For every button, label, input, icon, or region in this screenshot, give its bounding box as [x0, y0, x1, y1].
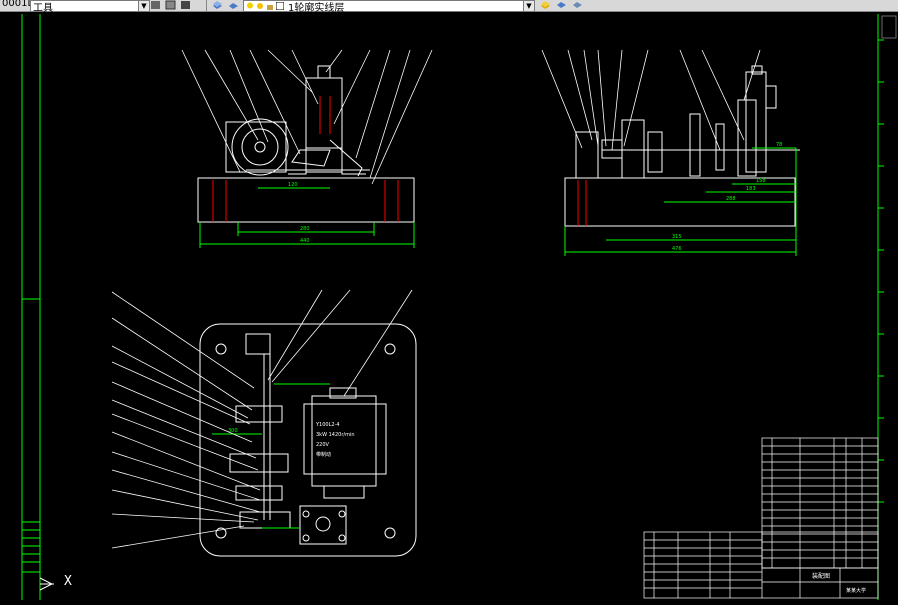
- front-view-hidden: [212, 96, 399, 222]
- make-current-layer-icon[interactable]: [540, 0, 551, 10]
- lock-icon: [267, 5, 273, 10]
- side-view-leaders: [541, 49, 761, 151]
- school-name: 某某大学: [846, 587, 866, 594]
- text-style-value: 工具: [33, 3, 53, 14]
- side-dim-3: 183: [746, 186, 756, 192]
- side-view-hidden: [577, 180, 587, 226]
- plan-dim: 300: [228, 428, 238, 434]
- color-swatch-icon: [276, 2, 284, 10]
- motor-label-line-2: 3kW 1420r/min: [316, 432, 355, 438]
- title-block: [643, 531, 879, 599]
- view-cube-icon[interactable]: [880, 12, 898, 42]
- toolbar-separator: [206, 0, 207, 11]
- parts-list: [761, 437, 879, 569]
- left-stamp-table: [21, 521, 41, 573]
- front-dim-2: 280: [300, 226, 310, 232]
- motor-label-line-4: 带制动: [316, 451, 331, 458]
- text-style-label: 0001D: [2, 0, 36, 9]
- side-dim-2: 158: [756, 178, 766, 184]
- chevron-down-icon[interactable]: ▼: [138, 1, 149, 11]
- front-view-leaders: [181, 49, 433, 185]
- toolbar: 0001D 工具 ▼ 1轮廓实线层 ▼: [0, 0, 898, 14]
- front-dim-3: 440: [300, 238, 310, 244]
- motor-label-line-1: Y100L2-4: [315, 422, 340, 428]
- lightbulb-icon: [247, 2, 253, 9]
- side-dim-5: 315: [672, 234, 682, 240]
- front-dim-1: 120: [288, 182, 298, 188]
- text-style-combo[interactable]: 工具 ▼: [30, 0, 150, 14]
- drawing-canvas[interactable]: 120 280 440: [0, 12, 898, 605]
- side-dim-4: 288: [726, 196, 736, 202]
- ucs-icon: [39, 577, 54, 591]
- side-dim-6: 476: [672, 246, 682, 252]
- layer-state-icon[interactable]: [228, 0, 239, 10]
- motor-label-line-3: 220V: [316, 442, 330, 448]
- layer-combo[interactable]: 1轮廓实线层 ▼: [243, 0, 535, 14]
- side-dim-1: 78: [776, 142, 782, 148]
- sun-icon: [257, 3, 263, 9]
- border-zone-marks: [878, 39, 884, 503]
- layer-value: 1轮廓实线层: [288, 3, 345, 14]
- layer-walk-icon[interactable]: [572, 0, 583, 10]
- drawing-name: 装配图: [812, 572, 830, 580]
- motor-label: Y100L2-4 3kW 1420r/min 220V 带制动: [315, 422, 355, 458]
- plan-view-leaders: [111, 289, 413, 549]
- front-view: [197, 65, 415, 223]
- drawing-border: [21, 14, 879, 600]
- plan-view-dimensions: [212, 383, 330, 529]
- table-style-icon[interactable]: [165, 0, 176, 10]
- front-view-dimensions: [199, 187, 415, 248]
- plan-view: [199, 323, 417, 557]
- chevron-down-icon[interactable]: ▼: [523, 1, 534, 11]
- dim-style-icon[interactable]: [150, 0, 161, 10]
- layer-previous-icon[interactable]: [556, 0, 567, 10]
- side-view: [564, 65, 800, 227]
- multileader-style-icon[interactable]: [180, 0, 191, 10]
- side-view-dimensions: [564, 147, 797, 256]
- ucs-x-label: X: [64, 574, 72, 589]
- layer-manager-icon[interactable]: [212, 0, 223, 10]
